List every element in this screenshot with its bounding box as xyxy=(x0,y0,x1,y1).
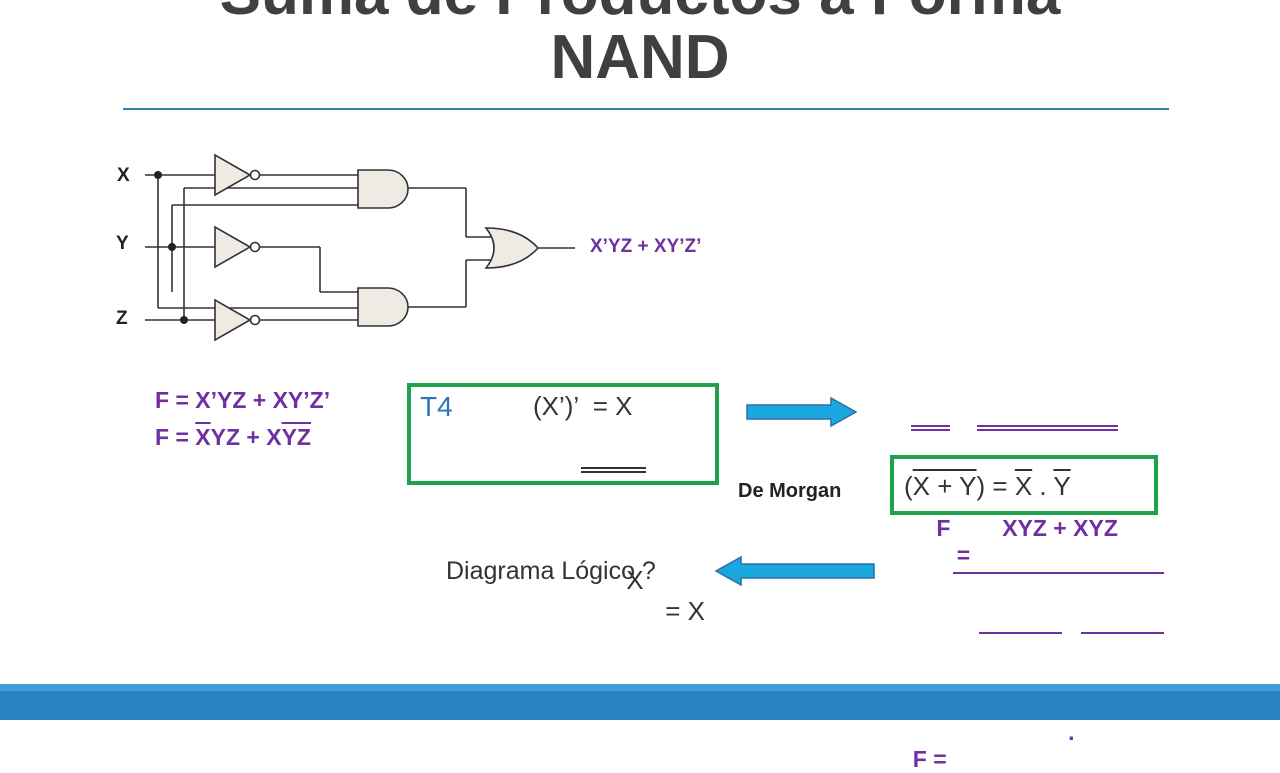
circuit-output-label: X’YZ + XY’Z’ xyxy=(590,236,702,257)
arrow-right-icon xyxy=(746,396,858,428)
title-divider xyxy=(123,108,1169,110)
or-gate xyxy=(484,227,540,269)
de-morgan-box: (X + Y) = X . Y xyxy=(890,455,1158,515)
not-gate-y xyxy=(214,225,261,269)
y-junction-dot xyxy=(168,243,176,251)
equation-f1: F = X’YZ + XY’Z’ xyxy=(155,387,331,413)
input-label-z: Z xyxy=(116,308,128,329)
slide-title: Suma de Productos a Forma NAND xyxy=(0,0,1280,90)
t4-label: T4 xyxy=(420,391,453,422)
diagram-question: Diagrama Lógico ? xyxy=(446,557,656,585)
equation-double-negation: F = XYZ + XYZ xyxy=(898,407,1118,569)
input-label-y: Y xyxy=(116,233,129,254)
footer-band xyxy=(0,691,1280,720)
title-line-2: NAND xyxy=(550,23,730,92)
t4-line-1: (X’)’ = X xyxy=(533,391,633,421)
x-junction-dot xyxy=(154,171,162,179)
arrow-left-icon xyxy=(714,555,875,587)
and-gate-top xyxy=(357,169,409,209)
z-junction-dot xyxy=(180,316,188,324)
not-gate-z xyxy=(214,298,261,342)
equation-nand-form: F = XYZ . XYZ xyxy=(900,557,1164,773)
logic-circuit xyxy=(145,153,575,342)
t4-line-2: X = X xyxy=(554,441,705,658)
input-label-x: X xyxy=(117,165,130,186)
footer-accent-strip xyxy=(0,684,1280,691)
and-gate-bottom xyxy=(357,287,409,327)
not-gate-x xyxy=(214,153,261,197)
equation-f2: F = XYZ + XYZ xyxy=(155,424,311,450)
title-line-1: Suma de Productos a Forma xyxy=(0,0,1280,26)
de-morgan-label: De Morgan xyxy=(738,480,842,502)
de-morgan-equation: (X + Y) = X . Y xyxy=(904,471,1071,501)
theorem-t4-box: T4 (X’)’ = X X = X xyxy=(407,383,719,626)
